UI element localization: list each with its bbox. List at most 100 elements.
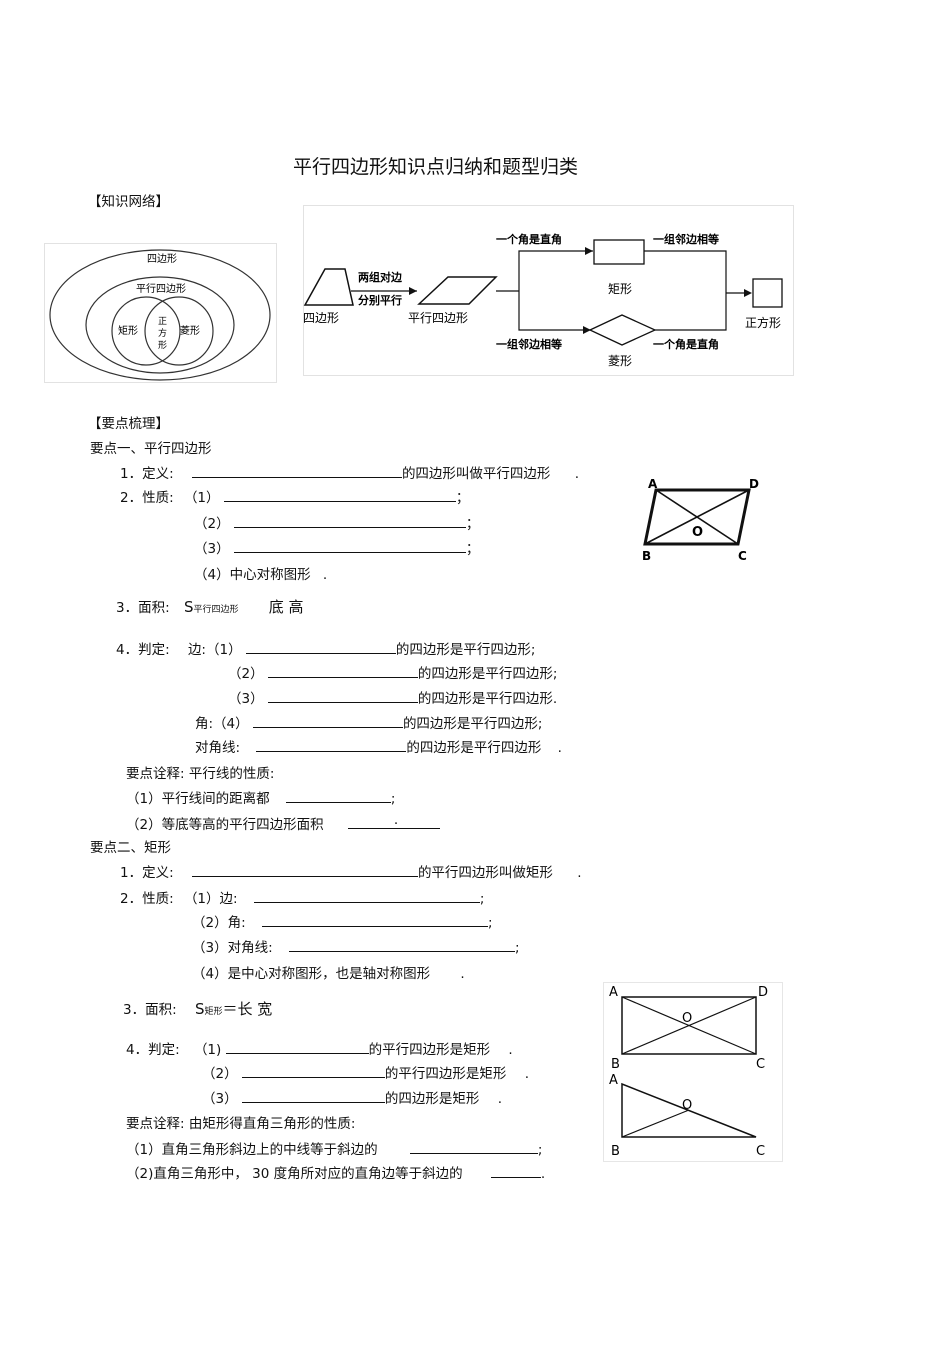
p2-note1-semi: ;	[537, 1142, 543, 1158]
p1-note1-blank[interactable]	[285, 788, 391, 803]
p1-def-tail: 的四边形叫做平行四边形	[401, 466, 551, 482]
p2-note2-text: （2)直角三角形中， 30 度角所对应的直角边等于斜边的	[126, 1166, 463, 1182]
p1-note-title: 要点诠释: 平行线的性质:	[126, 766, 275, 782]
p1-judge-label: 4．判定:	[116, 642, 170, 658]
p2-def-tail: 的平行四边形叫做矩形	[417, 865, 553, 881]
venn-square-char-2: 方	[158, 327, 167, 339]
p1-prop1-blank[interactable]	[223, 487, 456, 502]
p1-judge3-num: （3）	[228, 691, 264, 707]
fig3-label-b: B	[611, 1144, 620, 1159]
p1-judge-5: 对角线: 的四边形是平行四边形 .	[195, 736, 562, 756]
p2-note1-blank[interactable]	[409, 1139, 538, 1154]
p1-judge5-blank[interactable]	[256, 737, 407, 752]
p2-judge3-tail: 的四边形是矩形	[384, 1091, 480, 1107]
p2-judge2-num: （2）	[202, 1066, 238, 1082]
p1-note2-text: （2）等底等高的平行四边形面积	[126, 817, 324, 833]
parallelogram-shape	[417, 276, 498, 305]
p2-judge2-blank[interactable]	[241, 1063, 385, 1078]
p2-prop3-blank[interactable]	[288, 937, 515, 952]
p1-judge3-blank[interactable]	[267, 688, 418, 703]
section-points-heading: 【要点梳理】	[88, 416, 169, 432]
venn-rectangle-circle	[111, 296, 181, 366]
top-right-cond: 一组邻边相等	[653, 232, 719, 246]
p2-def-blank[interactable]	[191, 862, 418, 877]
p2-prop1-semi: ;	[479, 891, 485, 907]
flow-diagram: 四边形 两组对边 分别平行 平行四边形 一个角是直角 一组邻边相等 一组邻边相等…	[303, 205, 794, 376]
p2-judge1-dot: .	[508, 1042, 513, 1058]
p2-judge3-blank[interactable]	[241, 1088, 385, 1103]
p2-prop2-blank[interactable]	[261, 912, 488, 927]
venn-rhombus-circle	[144, 296, 214, 366]
quad-label: 四边形	[303, 311, 339, 325]
p1-property-2: （2） ；	[194, 512, 479, 532]
p1-judge1-blank[interactable]	[245, 639, 396, 654]
p1-area: 3．面积: S平行四边形 底 高	[116, 596, 304, 617]
fig1-label-a: A	[648, 477, 658, 491]
venn-diagram: 四边形 平行四边形 矩形 菱形 正 方 形	[44, 243, 277, 383]
p1-note2-dot: .	[393, 812, 399, 828]
p2-judge3-dot: .	[497, 1091, 502, 1107]
p2-def-label: 1．定义:	[120, 865, 174, 881]
p2-note2-blank[interactable]	[490, 1163, 541, 1178]
section-network-heading: 【知识网络】	[88, 194, 169, 210]
p1-note-1: （1）平行线间的距离都 ;	[126, 787, 395, 807]
p1-prop2-blank[interactable]	[233, 513, 466, 528]
p1-prop4-text: （4）中心对称图形	[194, 567, 311, 583]
rhombus-label: 菱形	[608, 354, 632, 368]
p1-def-label: 1．定义:	[120, 466, 174, 482]
fig2-label-b: B	[611, 1057, 620, 1072]
rect-diagonal-bd	[621, 996, 757, 1055]
p2-prop-diag: （3）对角线:	[192, 940, 273, 956]
rectangle-label: 矩形	[608, 282, 632, 296]
p1-judge4-tail: 的四边形是平行四边形;	[402, 716, 543, 732]
p1-prop3-blank[interactable]	[233, 538, 466, 553]
fig1-label-b: B	[642, 549, 651, 563]
p1-area-sub: 平行四边形	[193, 605, 239, 615]
pg-label: 平行四边形	[408, 311, 468, 325]
p2-note1-text: （1）直角三角形斜边上的中线等于斜边的	[126, 1142, 378, 1158]
p1-judge5-tail: 的四边形是平行四边形	[406, 740, 542, 756]
p1-property-1: 2．性质: （1） ；	[120, 486, 469, 506]
p1-def-blank[interactable]	[191, 463, 402, 478]
page-title: 平行四边形知识点归纳和题型归类	[293, 156, 579, 178]
p2-judge3-num: （3）	[202, 1091, 238, 1107]
p2-judge-2: （2） 的平行四边形是矩形 .	[202, 1062, 529, 1082]
quadrilateral-shape	[303, 268, 354, 306]
p1-area-rest: 底 高	[268, 598, 304, 616]
p2-property-2: （2）角: ;	[192, 911, 493, 931]
p2-prop2-semi: ;	[487, 915, 493, 931]
p1-judge2-blank[interactable]	[267, 663, 418, 678]
fig1-label-d: D	[749, 477, 759, 491]
triangle-median	[621, 1109, 690, 1138]
p1-note2-blank[interactable]: .	[347, 812, 440, 829]
p1-property-3: （3） ；	[194, 537, 479, 557]
venn-square-char-3: 形	[158, 339, 167, 351]
fig3-label-o: O	[682, 1098, 692, 1113]
p2-judge1-blank[interactable]	[225, 1039, 369, 1054]
p2-area-rest: ＝长 宽	[222, 1000, 273, 1018]
p2-prop1-blank[interactable]	[253, 888, 480, 903]
p2-area: 3．面积: S矩形＝长 宽	[123, 998, 272, 1019]
p2-prop4-dot: .	[460, 966, 465, 982]
pg-diagonal-bd	[644, 489, 750, 545]
p1-heading: 要点一、平行四边形	[90, 441, 212, 457]
top-left-cond: 一个角是直角	[496, 232, 562, 246]
p2-note-title: 要点诠释: 由矩形得直角三角形的性质:	[126, 1116, 356, 1132]
p2-judge2-tail: 的平行四边形是矩形	[384, 1066, 507, 1082]
p1-prop3-semi: ；	[465, 541, 480, 557]
p1-prop1-num: （1）	[183, 490, 220, 506]
p2-note-2: （2)直角三角形中， 30 度角所对应的直角边等于斜边的 .	[126, 1162, 545, 1182]
p2-note-1: （1）直角三角形斜边上的中线等于斜边的 ;	[126, 1138, 542, 1158]
p2-area-s: S	[194, 1000, 205, 1018]
p1-judge-2: （2） 的四边形是平行四边形;	[228, 662, 557, 682]
p2-judge1-num: （1)	[193, 1042, 222, 1058]
p1-note-2: （2）等底等高的平行四边形面积 .	[126, 812, 440, 833]
fig2-label-o: O	[682, 1011, 692, 1026]
parallelogram-figure: A D O B C	[642, 477, 759, 563]
p2-property-1: 2．性质: （1）边: ;	[120, 887, 484, 907]
p1-judge3-tail: 的四边形是平行四边形.	[417, 691, 558, 707]
p2-judge-1: 4．判定: （1) 的平行四边形是矩形 .	[126, 1038, 513, 1058]
p1-judge-angle: 角:（4）	[195, 716, 249, 732]
p1-judge4-blank[interactable]	[252, 713, 403, 728]
p1-judge-3: （3） 的四边形是平行四边形.	[228, 687, 557, 707]
